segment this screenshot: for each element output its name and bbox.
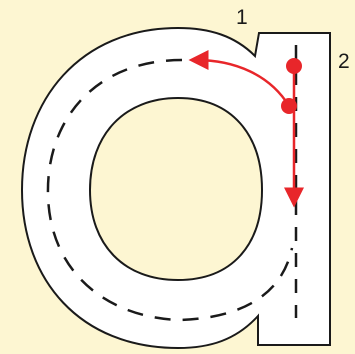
stroke-number-1: 1 bbox=[236, 6, 248, 29]
stroke-1-arrow bbox=[188, 50, 291, 107]
stroke-number-2: 2 bbox=[338, 50, 350, 73]
guide-bowl-dashes bbox=[46, 58, 294, 322]
letter-a-shape bbox=[20, 26, 331, 350]
guide-path bbox=[46, 45, 298, 322]
stroke-2-start-dot-icon bbox=[286, 58, 302, 74]
stroke-1-start-dot-icon bbox=[281, 98, 297, 114]
letter-outline bbox=[20, 26, 331, 350]
stroke-arrows bbox=[188, 50, 304, 208]
